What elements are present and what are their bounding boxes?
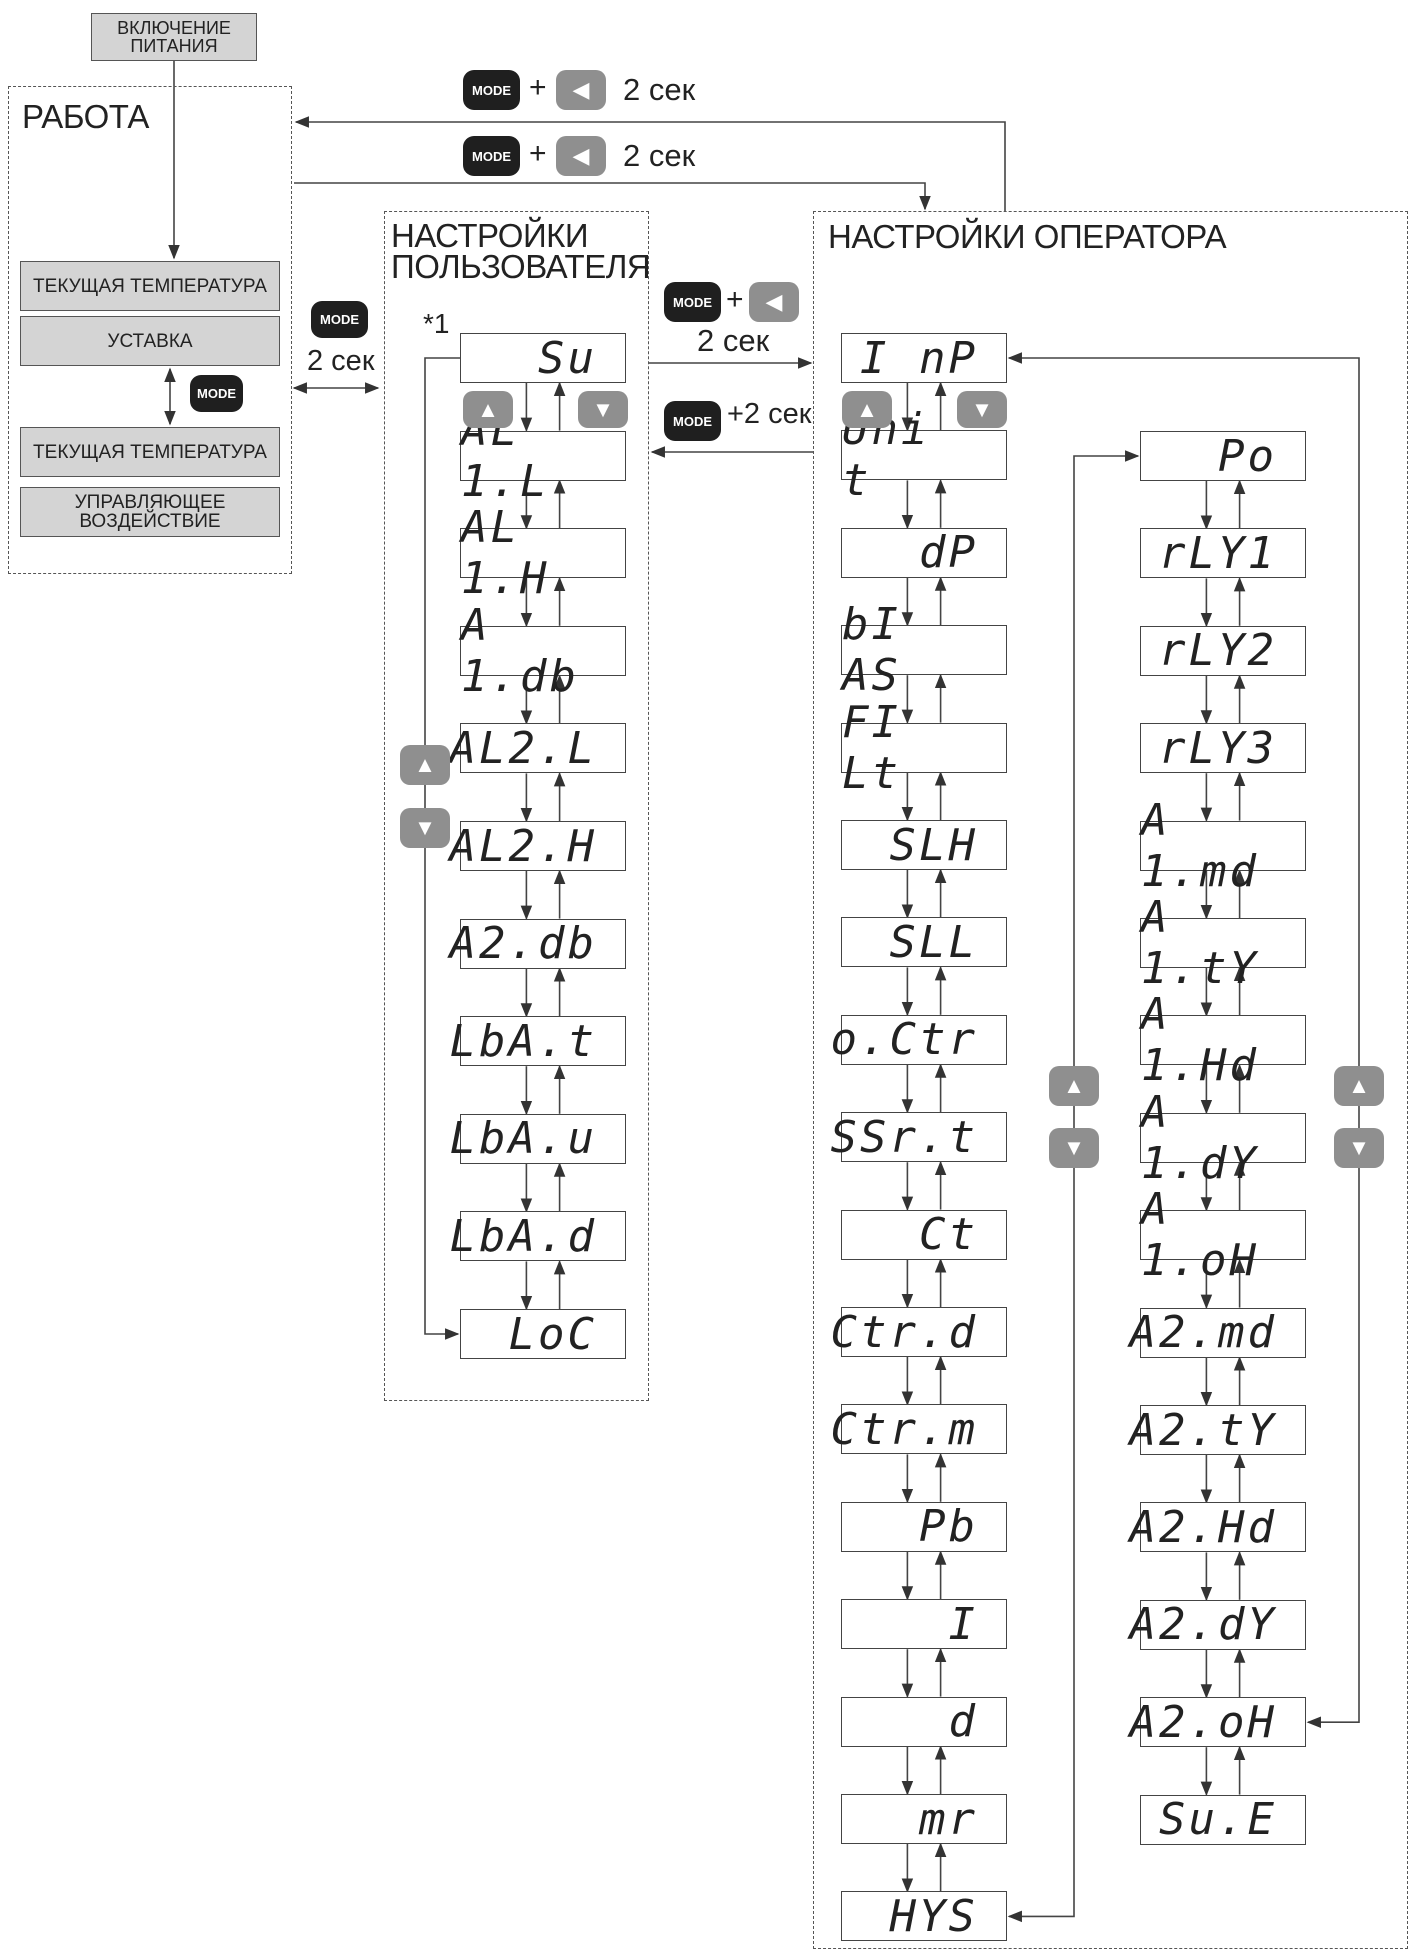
operator-param-col1-12: Pb xyxy=(841,1501,1007,1552)
mode-key-operator-user: MODE xyxy=(664,401,721,441)
footnote-marker: *1 xyxy=(423,308,450,339)
operator-param-col1-9: Ct xyxy=(841,1209,1007,1260)
user-param-7: LbA.t xyxy=(450,1016,626,1067)
operator-param-col1-10: Ctr.d xyxy=(831,1307,1007,1358)
two-sec-label-user-operator: 2 сек xyxy=(697,323,770,358)
operator-to-work xyxy=(294,116,1006,211)
user-param-9: LbA.d xyxy=(450,1211,626,1262)
work-to-operator xyxy=(294,182,931,211)
up-key-operator-top: ▲ xyxy=(842,391,892,428)
plus-top-1: + xyxy=(529,71,547,104)
user-param-10: LoC xyxy=(460,1309,626,1360)
operator-settings-section xyxy=(813,211,1408,1949)
operator-param-col2-14: Su.E xyxy=(1140,1794,1306,1845)
operator-param-col2-10: A2.tY xyxy=(1130,1405,1306,1456)
operator-param-col1-2: dP xyxy=(841,527,1007,578)
operator-param-col2-5: A 1.tY xyxy=(1140,892,1306,994)
work-section xyxy=(8,86,292,574)
work-item-current-temp-1: ТЕКУЩАЯ ТЕМПЕРАТУРА xyxy=(20,261,280,311)
left-key-user-operator: ◀ xyxy=(749,282,799,322)
up-key-user-side: ▲ xyxy=(400,745,450,785)
user-settings-title: НАСТРОЙКИ ПОЛЬЗОВАТЕЛЯ xyxy=(391,217,651,286)
down-key-operator-mid: ▼ xyxy=(1049,1128,1099,1168)
user-param-1: AL 1.L xyxy=(460,405,626,507)
down-key-operator-right: ▼ xyxy=(1334,1128,1384,1168)
two-sec-label-top-2: 2 сек xyxy=(623,138,696,173)
operator-param-col1-4: FI Lt xyxy=(841,697,1007,799)
up-key-user-top: ▲ xyxy=(463,391,513,428)
user-param-0: Su xyxy=(460,333,626,384)
power-on-box: ВКЛЮЧЕНИЕ ПИТАНИЯ xyxy=(91,13,257,61)
user-param-8: LbA.u xyxy=(450,1113,626,1164)
work-item-setpoint: УСТАВКА xyxy=(20,316,280,366)
work-item-control-output: УПРАВЛЯЮЩЕЕ ВОЗДЕЙСТВИЕ xyxy=(20,487,280,537)
operator-param-col1-5: SLH xyxy=(841,820,1007,871)
plus-user-operator: + xyxy=(726,283,744,316)
a2oh-to-inp xyxy=(1007,352,1360,1728)
two-sec-label-work-user: 2 сек xyxy=(307,345,375,377)
operator-param-col2-2: rLY2 xyxy=(1140,625,1306,676)
up-key-operator-right: ▲ xyxy=(1334,1066,1384,1106)
operator-param-col2-11: A2.Hd xyxy=(1130,1502,1306,1553)
operator-param-col1-13: I xyxy=(841,1599,1007,1650)
down-key-operator-top: ▼ xyxy=(957,391,1007,428)
mode-key-user-operator: MODE xyxy=(664,282,721,322)
operator-param-col2-8: A 1.oH xyxy=(1140,1184,1306,1286)
user-param-6: A2.db xyxy=(450,918,626,969)
plus-top-2: + xyxy=(529,137,547,170)
operator-param-col2-4: A 1.md xyxy=(1140,795,1306,897)
mode-key-top-2: MODE xyxy=(463,136,520,176)
operator-param-col1-15: mr xyxy=(841,1794,1007,1845)
user-param-5: AL2.H xyxy=(450,821,626,872)
operator-param-col1-7: o.Ctr xyxy=(831,1014,1007,1065)
operator-settings-title: НАСТРОЙКИ ОПЕРАТОРА xyxy=(828,218,1227,255)
operator-param-col2-0: Po xyxy=(1140,431,1306,482)
operator-param-col1-1: Uni t xyxy=(841,404,1007,506)
mode-key-work-user: MODE xyxy=(311,301,368,338)
operator-param-col1-6: SLL xyxy=(841,917,1007,968)
user-settings-section xyxy=(384,211,649,1401)
two-sec-label-top-1: 2 сек xyxy=(623,72,696,107)
down-key-user-side: ▼ xyxy=(400,808,450,848)
operator-param-col1-8: SSr.t xyxy=(831,1112,1007,1163)
mode-key-top-1: MODE xyxy=(463,70,520,110)
left-key-top-2: ◀ xyxy=(556,136,606,176)
mode-key-work: MODE xyxy=(190,375,243,412)
operator-param-col2-12: A2.dY xyxy=(1130,1599,1306,1650)
operator-param-col2-6: A 1.Hd xyxy=(1140,989,1306,1091)
left-key-top-1: ◀ xyxy=(556,70,606,110)
operator-param-col2-1: rLY1 xyxy=(1140,528,1306,579)
work-title: РАБОТА xyxy=(22,98,149,135)
operator-param-col1-16: HYS xyxy=(841,1891,1007,1942)
operator-param-col1-14: d xyxy=(841,1696,1007,1747)
operator-param-col2-9: A2.md xyxy=(1130,1307,1306,1358)
operator-param-col1-0: I nP xyxy=(841,333,1007,384)
operator-param-col2-3: rLY3 xyxy=(1140,723,1306,774)
operator-param-col1-11: Ctr.m xyxy=(831,1404,1007,1455)
up-key-operator-mid: ▲ xyxy=(1049,1066,1099,1106)
operator-param-col2-13: A2.oH xyxy=(1130,1697,1306,1748)
work-item-current-temp-2: ТЕКУЩАЯ ТЕМПЕРАТУРА xyxy=(20,427,280,477)
operator-param-col2-7: A 1.dY xyxy=(1140,1087,1306,1189)
user-param-3: A 1.db xyxy=(460,600,626,702)
user-param-4: AL2.L xyxy=(450,723,626,774)
down-key-user-top: ▼ xyxy=(578,391,628,428)
plus-two-sec-label: +2 сек xyxy=(727,398,812,430)
user-param-2: AL 1.H xyxy=(460,502,626,604)
operator-param-col1-3: bI AS xyxy=(841,599,1007,701)
